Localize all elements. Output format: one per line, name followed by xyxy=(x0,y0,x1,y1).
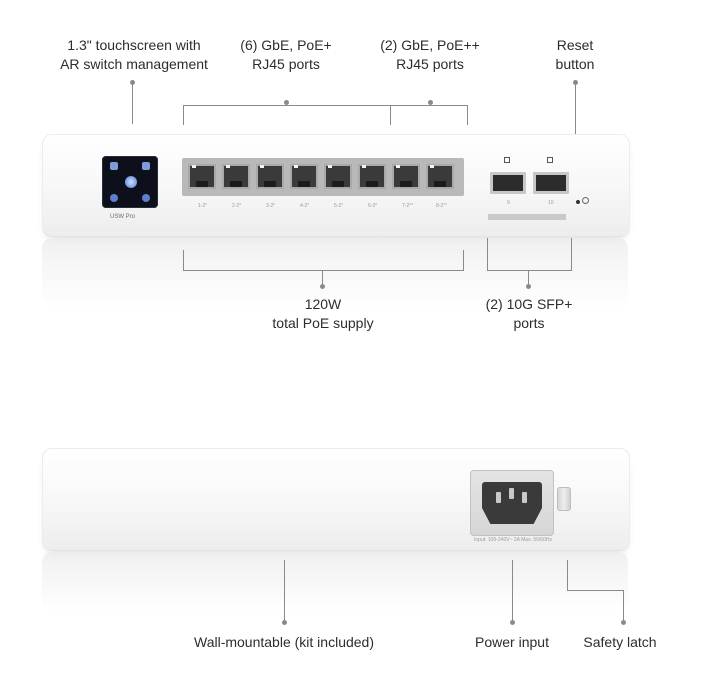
power-socket xyxy=(482,482,542,524)
rj45-port-4[interactable] xyxy=(290,164,318,189)
rj45-port-2[interactable] xyxy=(222,164,250,189)
port-label: 1-2° xyxy=(198,203,208,209)
callout-line-1: (2) GbE, PoE++ xyxy=(380,37,480,53)
sfp-callout: (2) 10G SFP+ ports xyxy=(474,295,584,333)
sfp-bracket-left xyxy=(487,238,488,270)
power-leader xyxy=(512,560,513,622)
center-button-icon xyxy=(125,176,137,188)
sfp-led-1 xyxy=(504,157,510,163)
rj45-port-6[interactable] xyxy=(358,164,386,189)
stats-icon xyxy=(142,162,150,170)
port-led xyxy=(362,165,366,168)
rj45-port-block xyxy=(182,158,464,196)
poe-plus-plus-bracket-right xyxy=(467,105,468,125)
port-led xyxy=(260,165,264,168)
callout-line-2: ports xyxy=(513,315,545,331)
touchscreen-leader-dot xyxy=(130,80,135,85)
latch-leader-horizontal xyxy=(567,590,624,591)
sfp-label: 9 xyxy=(507,200,510,206)
callout-line-1: (6) GbE, PoE+ xyxy=(240,37,332,53)
rj45-port-5[interactable] xyxy=(324,164,352,189)
callout-line-2: button xyxy=(555,56,595,72)
poe-plus-plus-bracket-stem xyxy=(430,100,431,106)
poe-supply-bracket xyxy=(183,270,464,271)
callout-line-1: 120W xyxy=(304,296,342,312)
callout-line-1: (2) 10G SFP+ xyxy=(485,296,573,312)
rj45-port-1[interactable] xyxy=(188,164,216,189)
touchscreen-leader xyxy=(132,80,133,124)
rj45-port-7[interactable] xyxy=(392,164,420,189)
sfp-label: 10 xyxy=(548,200,554,206)
callout-line-1: Reset xyxy=(556,37,594,53)
port-label: 2-2° xyxy=(232,203,242,209)
wall-mount-leader xyxy=(284,560,285,622)
reset-icon xyxy=(582,197,589,204)
poe-plus-bracket-right xyxy=(390,105,391,125)
port-led xyxy=(294,165,298,168)
poe-plus-plus-callout: (2) GbE, PoE++ RJ45 ports xyxy=(368,36,492,74)
callout-line-2: AR switch management xyxy=(60,56,208,72)
rj45-port-8[interactable] xyxy=(426,164,454,189)
info-icon xyxy=(110,194,118,202)
poe-plus-callout: (6) GbE, PoE+ RJ45 ports xyxy=(226,36,346,74)
switch-back-reflection xyxy=(42,552,628,612)
poe-supply-callout: 120W total PoE supply xyxy=(253,295,393,333)
port-label: 5-2° xyxy=(334,203,344,209)
reset-button[interactable] xyxy=(576,200,580,204)
touchscreen-callout: 1.3" touchscreen with AR switch manageme… xyxy=(54,36,214,74)
latch-leader-vertical xyxy=(567,560,568,590)
callout-line-1: 1.3" touchscreen with xyxy=(67,37,201,53)
port-label: 4-2° xyxy=(300,203,310,209)
sfp-led-2 xyxy=(547,157,553,163)
brand-label: USW Pro xyxy=(110,214,136,220)
port-led xyxy=(226,165,230,168)
sfp-bar xyxy=(488,214,566,220)
settings-icon xyxy=(142,194,150,202)
poe-supply-stem xyxy=(322,270,323,286)
port-led xyxy=(430,165,434,168)
wall-mount-dot xyxy=(282,620,287,625)
callout-line-2: RJ45 ports xyxy=(396,56,464,72)
rj45-port-3[interactable] xyxy=(256,164,284,189)
power-dot xyxy=(510,620,515,625)
port-label: 3-2° xyxy=(266,203,276,209)
port-label: 8-2°° xyxy=(436,203,448,209)
wall-mount-callout: Wall-mountable (kit included) xyxy=(194,634,374,650)
home-icon xyxy=(110,162,118,170)
sfp-bracket xyxy=(487,270,572,271)
poe-supply-bracket-left xyxy=(183,250,184,270)
port-label: 7-2°° xyxy=(402,203,414,209)
port-label: 6-2° xyxy=(368,203,378,209)
latch-callout: Safety latch xyxy=(583,634,657,650)
touchscreen-display[interactable] xyxy=(102,156,158,208)
power-pin xyxy=(522,492,527,503)
power-rating-label: Input: 100-240V~ 2A Max. 50/60Hz xyxy=(474,537,552,543)
reset-callout: Reset button xyxy=(540,36,610,74)
power-callout: Power input xyxy=(475,634,549,650)
latch-leader-down xyxy=(623,590,624,622)
poe-supply-bracket-right xyxy=(463,250,464,270)
port-led xyxy=(328,165,332,168)
callout-line-2: RJ45 ports xyxy=(252,56,320,72)
poe-plus-plus-bracket xyxy=(391,105,468,106)
callout-line-2: total PoE supply xyxy=(272,315,374,331)
sfp-port-2[interactable] xyxy=(533,172,569,194)
sfp-dot xyxy=(526,284,531,289)
sfp-bracket-right xyxy=(571,238,572,270)
power-inlet[interactable] xyxy=(470,470,554,536)
power-pin xyxy=(496,492,501,503)
poe-supply-dot xyxy=(320,284,325,289)
port-led xyxy=(192,165,196,168)
poe-plus-bracket-stem xyxy=(286,100,287,106)
switch-front-reflection xyxy=(42,238,628,308)
poe-plus-bracket-left xyxy=(183,105,184,125)
sfp-stem xyxy=(528,270,529,286)
power-pin xyxy=(509,488,514,499)
latch-dot xyxy=(621,620,626,625)
sfp-port-1[interactable] xyxy=(490,172,526,194)
safety-latch[interactable] xyxy=(558,488,570,510)
poe-plus-bracket xyxy=(183,105,391,106)
port-led xyxy=(396,165,400,168)
